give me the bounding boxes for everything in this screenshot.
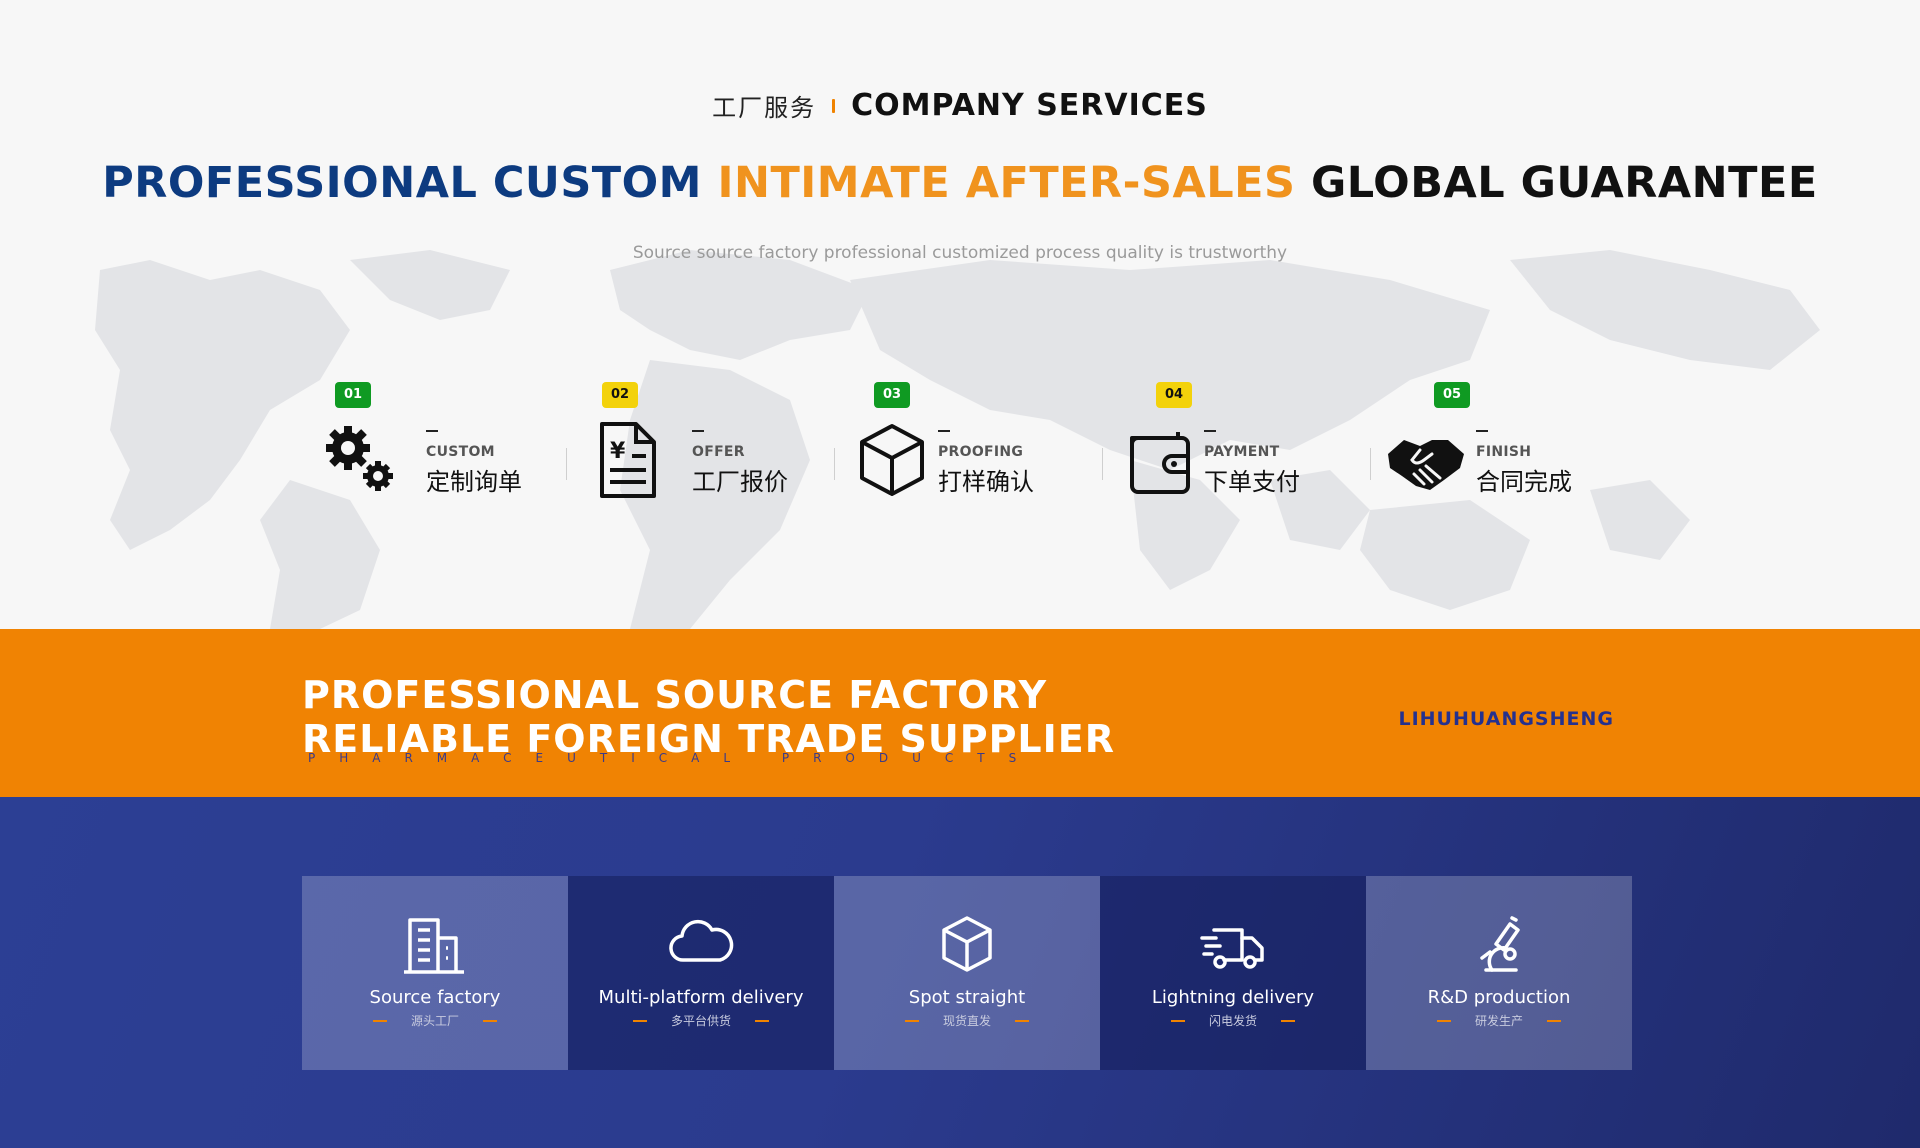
section-headline: PROFESSIONAL CUSTOM INTIMATE AFTER-SALES… bbox=[0, 158, 1920, 208]
process-step-offer: 02 ¥ OFFER 工厂报价 bbox=[584, 380, 844, 500]
accent-bar bbox=[755, 1019, 769, 1022]
services-section: 工厂服务 COMPANY SERVICES PROFESSIONAL CUSTO… bbox=[0, 88, 1920, 629]
features-section: Source factory 源头工厂 Multi-platform deliv… bbox=[0, 797, 1920, 1148]
cloud-icon bbox=[669, 919, 734, 962]
step-label-cn: 下单支付 bbox=[1204, 468, 1300, 496]
step-label-cn: 工厂报价 bbox=[692, 468, 788, 496]
feature-title: Lightning delivery bbox=[1151, 987, 1315, 1008]
banner-subtitle: PHARMACEUTICAL PRODUCTS bbox=[308, 751, 1041, 765]
invoice-icon: ¥ bbox=[600, 422, 656, 498]
step-text: CUSTOM 定制询单 bbox=[426, 430, 522, 497]
accent-bar bbox=[1281, 1019, 1295, 1022]
headline-part-1: PROFESSIONAL CUSTOM bbox=[102, 158, 702, 208]
feature-card-source-factory[interactable]: Source factory 源头工厂 bbox=[302, 876, 568, 1070]
step-number-badge: 01 bbox=[335, 382, 371, 408]
accent-bar bbox=[1015, 1019, 1029, 1022]
eyebrow-separator bbox=[832, 98, 836, 113]
accent-bar bbox=[372, 1019, 387, 1022]
step-text: PROOFING 打样确认 bbox=[938, 430, 1034, 497]
step-dash bbox=[692, 430, 704, 432]
process-step-custom: 01 CUSTO bbox=[320, 380, 580, 500]
svg-text:¥: ¥ bbox=[610, 439, 626, 464]
step-label-en: PAYMENT bbox=[1204, 444, 1280, 460]
banner-line-2: RELIABLE FOREIGN TRADE SUPPLIER bbox=[302, 717, 1116, 761]
step-number-badge: 04 bbox=[1156, 382, 1192, 408]
accent-bar bbox=[1170, 1019, 1185, 1022]
step-label-cn: 定制询单 bbox=[426, 468, 522, 496]
feature-subtitle-text: 现货直发 bbox=[942, 1014, 991, 1028]
feature-card-lightning-delivery[interactable]: Lightning delivery 闪电发货 bbox=[1100, 876, 1366, 1070]
step-number-badge: 05 bbox=[1434, 382, 1470, 408]
feature-subtitle: 闪电发货 bbox=[1100, 1012, 1366, 1029]
step-divider bbox=[1370, 448, 1371, 480]
promo-banner: PROFESSIONAL SOURCE FACTORY RELIABLE FOR… bbox=[0, 629, 1920, 797]
step-label-en: FINISH bbox=[1476, 444, 1532, 460]
step-label-en: PROOFING bbox=[938, 444, 1024, 460]
process-steps: 01 CUSTO bbox=[320, 380, 1620, 500]
accent-bar bbox=[1547, 1019, 1561, 1022]
step-number-badge: 03 bbox=[874, 382, 910, 408]
section-tagline: Source source factory professional custo… bbox=[632, 243, 1288, 263]
box-icon bbox=[860, 424, 924, 496]
brand-name: LIHUHUANGSHENG bbox=[1398, 708, 1614, 730]
eyebrow-en: COMPANY SERVICES bbox=[851, 88, 1208, 123]
eyebrow-cn: 工厂服务 bbox=[712, 94, 817, 122]
feature-cards: Source factory 源头工厂 Multi-platform deliv… bbox=[302, 876, 1632, 1070]
step-divider bbox=[834, 448, 835, 480]
step-dash bbox=[1204, 430, 1216, 432]
headline-part-3: GLOBAL GUARANTEE bbox=[1310, 158, 1818, 208]
step-divider bbox=[566, 448, 567, 480]
accent-bar bbox=[1436, 1019, 1451, 1022]
feature-subtitle-text: 闪电发货 bbox=[1208, 1014, 1257, 1028]
step-label-cn: 合同完成 bbox=[1476, 468, 1572, 496]
step-label-en: OFFER bbox=[692, 444, 745, 460]
step-dash bbox=[1476, 430, 1488, 432]
feature-card-multi-platform[interactable]: Multi-platform delivery 多平台供货 bbox=[568, 876, 834, 1070]
step-label-en: CUSTOM bbox=[426, 444, 495, 460]
world-map-background bbox=[95, 250, 1820, 629]
feature-subtitle: 研发生产 bbox=[1366, 1012, 1632, 1029]
feature-subtitle-text: 多平台供货 bbox=[670, 1014, 731, 1028]
accent-bar bbox=[483, 1019, 497, 1022]
step-divider bbox=[1102, 448, 1103, 480]
feature-subtitle: 源头工厂 bbox=[302, 1012, 568, 1029]
gears-icon bbox=[326, 426, 393, 491]
process-step-finish: 05 FINISH 合同完成 bbox=[1386, 380, 1646, 500]
step-text: FINISH 合同完成 bbox=[1476, 430, 1572, 497]
process-step-proofing: 03 PROOFING 打样确认 bbox=[850, 380, 1110, 500]
feature-card-spot-straight[interactable]: Spot straight 现货直发 bbox=[834, 876, 1100, 1070]
building-icon bbox=[404, 918, 464, 974]
accent-bar bbox=[904, 1019, 919, 1022]
feature-subtitle-text: 源头工厂 bbox=[410, 1014, 459, 1028]
section-eyebrow: 工厂服务 COMPANY SERVICES bbox=[0, 88, 1920, 123]
banner-line-1: PROFESSIONAL SOURCE FACTORY bbox=[302, 673, 1048, 717]
step-number-badge: 02 bbox=[602, 382, 638, 408]
process-step-payment: 04 PAYMENT 下单支付 bbox=[1120, 380, 1380, 500]
microscope-icon bbox=[1480, 916, 1520, 972]
step-text: OFFER 工厂报价 bbox=[692, 430, 788, 497]
feature-subtitle: 多平台供货 bbox=[568, 1012, 834, 1029]
feature-subtitle-text: 研发生产 bbox=[1474, 1014, 1523, 1028]
handshake-icon bbox=[1388, 440, 1464, 490]
step-label-cn: 打样确认 bbox=[938, 468, 1034, 496]
feature-title: Spot straight bbox=[908, 987, 1026, 1008]
headline-part-2: INTIMATE AFTER-SALES bbox=[717, 158, 1296, 208]
step-dash bbox=[426, 430, 438, 432]
feature-title: Multi-platform delivery bbox=[598, 987, 804, 1008]
accent-bar bbox=[632, 1019, 647, 1022]
feature-subtitle: 现货直发 bbox=[834, 1012, 1100, 1029]
feature-title: R&D production bbox=[1427, 987, 1571, 1008]
step-dash bbox=[938, 430, 950, 432]
step-text: PAYMENT 下单支付 bbox=[1204, 430, 1300, 497]
feature-title: Source factory bbox=[369, 987, 501, 1008]
truck-icon bbox=[1200, 928, 1264, 969]
wallet-icon bbox=[1130, 432, 1190, 494]
cube-icon bbox=[942, 916, 992, 972]
feature-card-rd-production[interactable]: R&D production 研发生产 bbox=[1366, 876, 1632, 1070]
